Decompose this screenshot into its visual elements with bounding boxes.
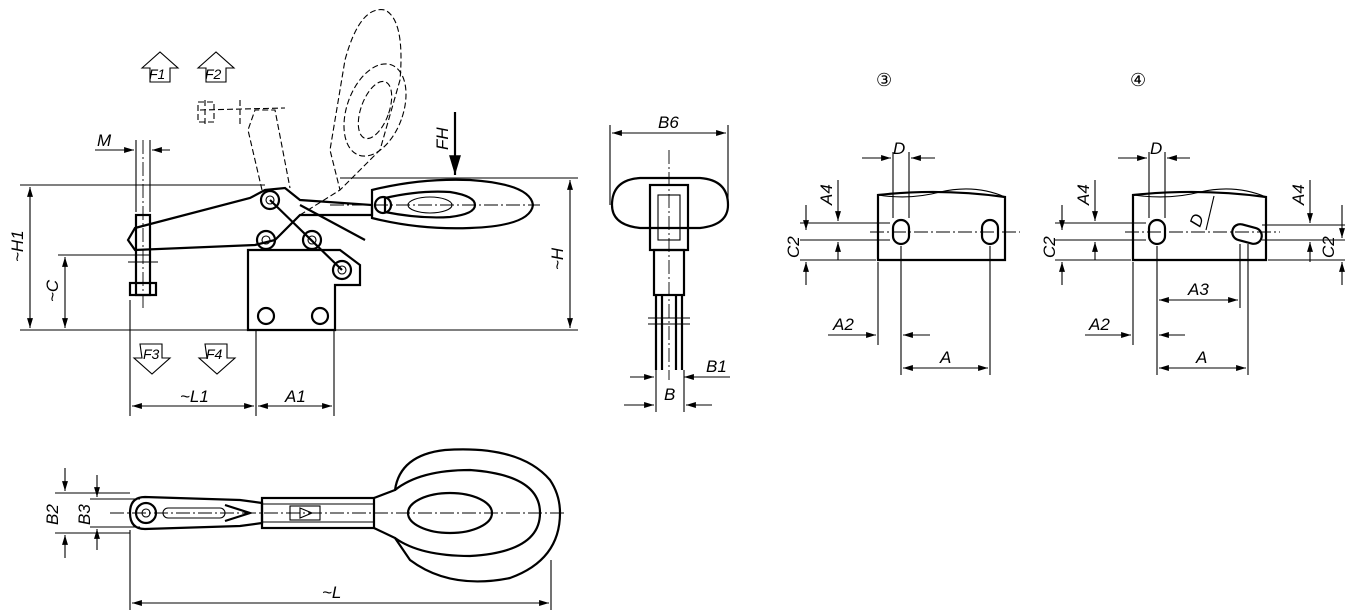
base-plate xyxy=(246,248,362,332)
b-label: B xyxy=(664,385,675,404)
svg-text:D: D xyxy=(893,139,905,158)
l-label: ~L xyxy=(322,583,341,602)
handle xyxy=(370,178,535,230)
svg-text:A3: A3 xyxy=(1187,280,1209,299)
svg-text:C2: C2 xyxy=(784,236,803,258)
svg-text:F1: F1 xyxy=(149,66,165,82)
svg-text:D: D xyxy=(1186,211,1208,229)
svg-text:D: D xyxy=(1150,139,1162,158)
svg-text:F3: F3 xyxy=(143,346,160,362)
f1-force-symbol: F1 xyxy=(140,51,180,83)
side-view: ~H1 ~C ~H M xyxy=(8,9,578,416)
svg-text:A: A xyxy=(939,348,951,367)
b1-label: B1 xyxy=(706,357,727,376)
m-label: M xyxy=(97,131,112,150)
c-label: ~C xyxy=(43,279,62,302)
f2-force-symbol: F2 xyxy=(196,51,236,83)
svg-text:A2: A2 xyxy=(1088,315,1110,334)
b3-label: B3 xyxy=(75,504,94,525)
svg-text:A4: A4 xyxy=(1074,184,1093,206)
svg-text:F4: F4 xyxy=(206,346,223,362)
detail-3-marker: ③ xyxy=(876,70,892,91)
detail-3-slotted-holes: ③ D A4 C2 A2 A xyxy=(784,70,1020,375)
clamping-arm xyxy=(126,186,374,252)
svg-text:A4: A4 xyxy=(1289,184,1308,206)
a1-label: A1 xyxy=(284,387,306,406)
top-view: B2 B3 ~L xyxy=(43,448,565,610)
detail-4-slotted-holes: ④ D D A4 C2 A4 C2 A3 xyxy=(1040,70,1345,375)
svg-text:C2: C2 xyxy=(1040,236,1059,258)
b2-label: B2 xyxy=(43,504,62,525)
svg-text:A4: A4 xyxy=(817,184,836,206)
front-view: B6 B1 B xyxy=(609,113,730,412)
b6-label: B6 xyxy=(658,113,679,132)
handle-open-position xyxy=(299,9,402,216)
detail-4-marker: ④ xyxy=(1130,70,1146,91)
fh-label: FH xyxy=(433,127,452,150)
h-label: ~H xyxy=(548,247,567,270)
f4-force-symbol: F4 xyxy=(197,343,237,375)
svg-text:A: A xyxy=(1195,348,1207,367)
svg-text:C2: C2 xyxy=(1319,236,1338,258)
handle-front xyxy=(610,176,730,230)
h1-label: ~H1 xyxy=(8,230,27,262)
f3-force-symbol: F3 xyxy=(132,343,172,375)
svg-text:A2: A2 xyxy=(832,315,854,334)
svg-text:F2: F2 xyxy=(205,66,222,82)
l1-label: ~L1 xyxy=(180,387,209,406)
